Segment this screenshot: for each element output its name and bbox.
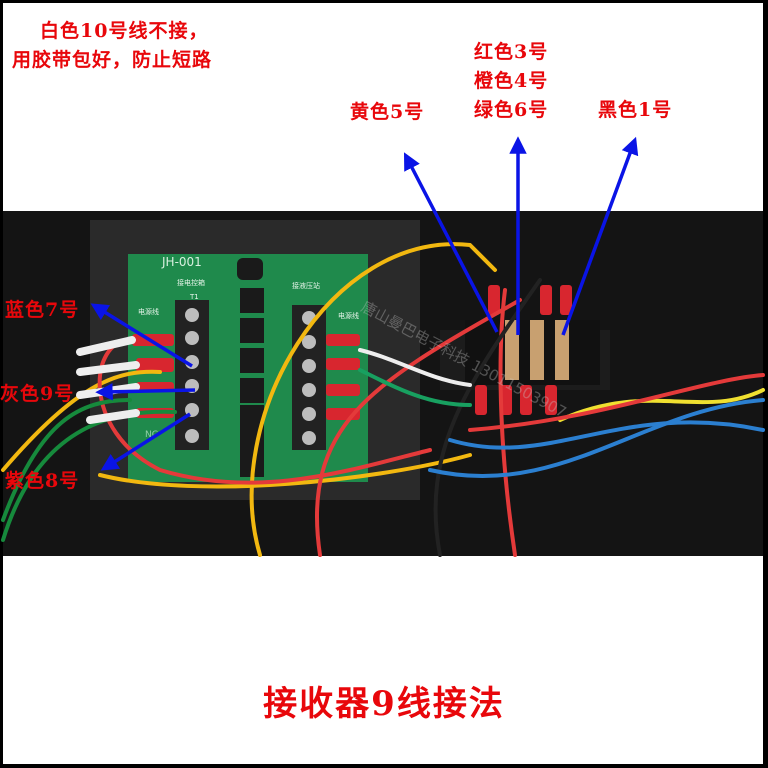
terminal-nc: NC [145, 430, 158, 440]
note-line1: 白色10号线不接， [40, 20, 209, 42]
label-black1: 黑色1号 [598, 99, 673, 121]
label-red3: 红色3号 [474, 41, 549, 63]
label-gray9: 灰色9号 [0, 383, 75, 405]
arrow-purple8 [100, 412, 191, 471]
power-line-left: 电源线 [138, 307, 159, 316]
label-yellow5: 黄色5号 [350, 101, 425, 123]
board-model: JH-001 [161, 255, 202, 269]
power-line-right: 电源线 [338, 311, 359, 320]
arrow-black1 [561, 136, 639, 336]
note-line2: 用胶带包好，防止短路 [12, 49, 213, 71]
page-title: 接收器9线接法 [263, 684, 505, 724]
label-blue7: 蓝色7号 [5, 299, 80, 321]
annotation-arrows [90, 136, 639, 471]
terminal-t1: T1 [189, 293, 199, 301]
label-orange4: 橙色4号 [474, 70, 549, 92]
crimp-terminals [132, 285, 572, 420]
board-right-header: 接液压站 [292, 281, 320, 290]
arrow-gray9 [95, 383, 196, 401]
terminal-block-left [175, 300, 209, 450]
arrow-yellow5 [403, 152, 499, 333]
board-left-header: 接电控箱 [177, 278, 205, 287]
diodes [237, 258, 264, 477]
label-purple8: 紫色8号 [5, 470, 80, 492]
label-green6: 绿色6号 [474, 99, 549, 121]
arrow-blue7 [90, 303, 193, 368]
